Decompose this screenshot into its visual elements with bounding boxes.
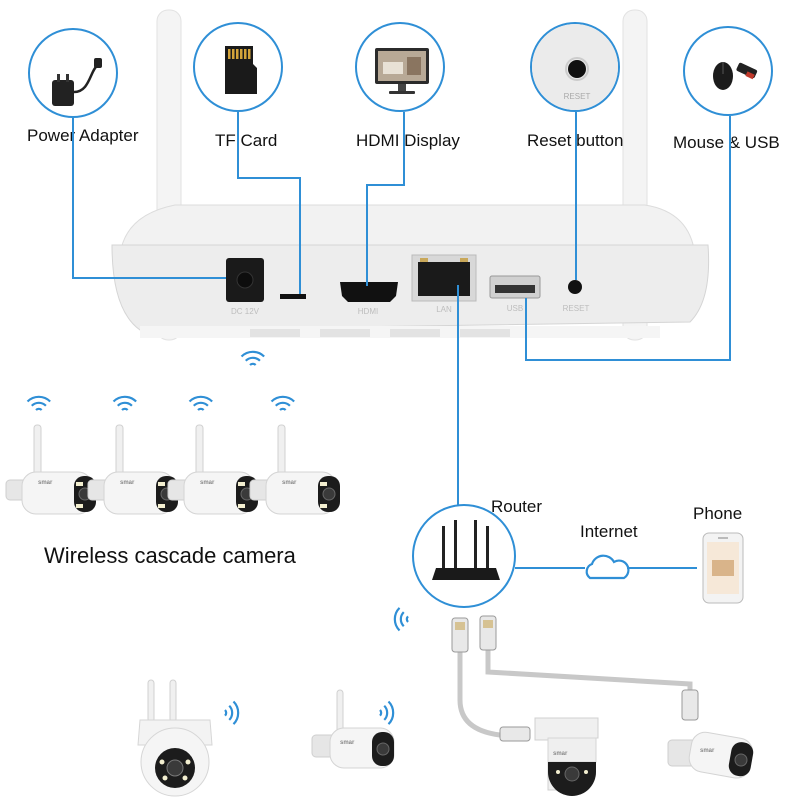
router-circle: [412, 504, 516, 608]
hdmi-display-circle: [355, 22, 445, 112]
tf-card-circle: [193, 22, 283, 112]
reset-engraving: RESET: [564, 92, 591, 101]
cloud-icon: [585, 554, 630, 580]
hdmi-engraving: HDMI: [358, 307, 378, 316]
cam2-brand: smar: [120, 480, 135, 486]
usb-line: [525, 116, 731, 361]
cam3-brand: smar: [200, 480, 215, 486]
reset-port-engraving: RESET: [563, 304, 590, 313]
mouse-usb-icon: [713, 62, 758, 90]
ethernet-cable-left: [457, 647, 503, 738]
reset-button-circle: RESET: [530, 22, 620, 112]
monitor-icon: [375, 48, 429, 94]
nvr-top-shell: [119, 204, 696, 256]
router-label: Router: [491, 497, 543, 516]
ethernet-plug-right: [479, 615, 497, 651]
power-adapter-label: Power Adapter: [27, 126, 139, 145]
wired-bullet-brand: smar: [700, 748, 715, 754]
usb-engraving: USB: [507, 304, 523, 313]
wired-ptz-brand: smar: [553, 751, 568, 757]
internet-label: Internet: [580, 522, 638, 541]
phone-label: Phone: [693, 504, 743, 523]
mouse-usb-label: Mouse & USB: [673, 133, 780, 152]
tf-slot: [280, 294, 306, 299]
cam4-brand: smar: [282, 480, 297, 486]
wireless-ptz-camera: [137, 679, 213, 797]
hdmi-port: [340, 282, 398, 302]
power-adapter-icon: [52, 58, 102, 106]
hdmi-line: [366, 112, 405, 286]
ethernet-plug-left: [451, 617, 469, 653]
wired-ptz-camera: smar: [534, 717, 599, 796]
wireless-bullet-brand: smar: [340, 740, 355, 746]
cam1-brand: smar: [38, 480, 53, 486]
tf-card-icon: [225, 46, 257, 94]
cascade-camera-label: Wireless cascade camera: [44, 543, 296, 568]
ethernet-plug-camera: [681, 689, 699, 721]
wired-bullet-camera: smar: [667, 731, 754, 779]
wireless-bullet-camera: smar: [311, 689, 395, 769]
dc-engraving: DC 12V: [231, 307, 260, 316]
tf-card-label: TF Card: [215, 131, 278, 150]
power-line: [72, 118, 226, 279]
hdmi-display-label: HDMI Display: [356, 131, 460, 150]
mouse-usb-circle: [683, 26, 773, 116]
router-icon: [432, 520, 500, 580]
ethernet-plug-bottom: [499, 726, 531, 742]
reset-hole: [568, 280, 582, 294]
lan-engraving: LAN: [436, 305, 452, 314]
power-adapter-circle: [28, 28, 118, 118]
phone-icon: [702, 532, 744, 604]
reset-hole-icon: RESET: [532, 24, 618, 110]
tf-line: [237, 112, 301, 294]
